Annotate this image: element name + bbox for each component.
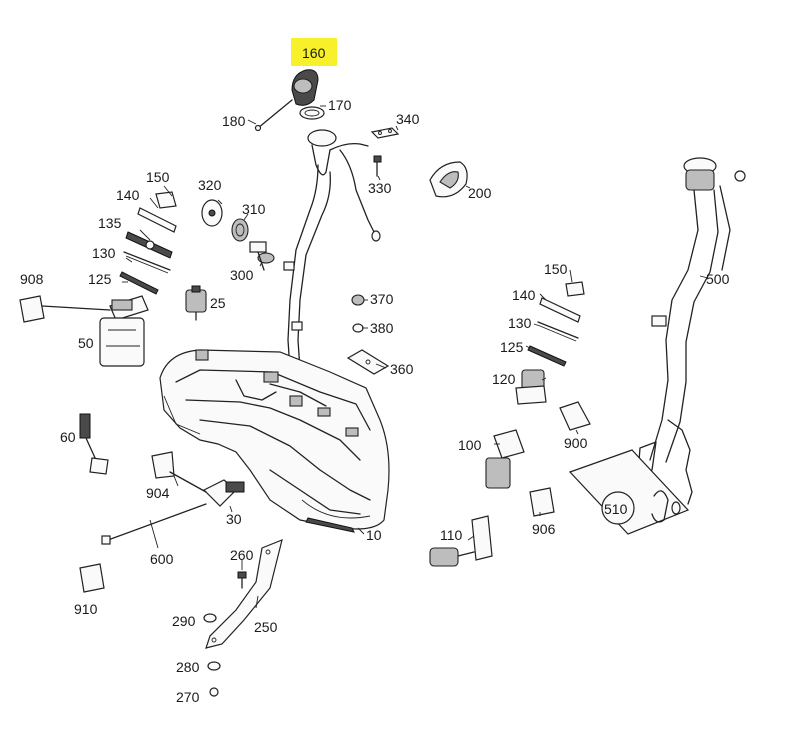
label-140-left[interactable]: 140	[116, 187, 140, 203]
label-300[interactable]: 300	[230, 267, 254, 283]
label-100[interactable]: 100	[458, 437, 482, 453]
part-140-strip-right[interactable]	[539, 297, 581, 323]
part-125-rod-left[interactable]	[119, 271, 159, 295]
part-510-clamp[interactable]	[568, 449, 690, 535]
part-10-fuel-tank[interactable]	[159, 349, 390, 533]
part-910-connector[interactable]	[79, 563, 105, 593]
part-150-clip-left[interactable]	[155, 191, 177, 209]
part-300-valve[interactable]	[249, 241, 275, 271]
label-290[interactable]: 290	[172, 613, 196, 629]
part-130-spring-left[interactable]	[123, 251, 171, 274]
label-110[interactable]: 110	[440, 527, 463, 543]
label-180[interactable]: 180	[222, 113, 246, 129]
part-160-filler-cap[interactable]	[291, 69, 319, 106]
part-290-washer[interactable]	[203, 613, 217, 623]
part-900-connector[interactable]	[559, 401, 591, 431]
part-500-filler-pipe[interactable]	[637, 157, 746, 505]
part-906-connector[interactable]	[529, 487, 555, 517]
label-510[interactable]: 510	[604, 501, 628, 517]
part-260-bolt[interactable]	[237, 571, 247, 589]
label-260[interactable]: 260	[230, 547, 254, 563]
part-180-cord[interactable]	[254, 99, 293, 132]
highlight-160	[291, 38, 337, 66]
part-30-connector[interactable]	[202, 479, 245, 507]
part-200-cover[interactable]	[429, 161, 468, 198]
label-135[interactable]: 135	[98, 215, 122, 231]
part-370-nut[interactable]	[351, 294, 365, 306]
part-130-spring-right[interactable]	[537, 321, 579, 342]
label-320[interactable]: 320	[198, 177, 222, 193]
leader-lines	[122, 105, 709, 609]
label-200[interactable]: 200	[468, 185, 492, 201]
part-908-connector[interactable]	[19, 295, 111, 323]
part-50-pump-module[interactable]	[99, 295, 149, 367]
label-600[interactable]: 600	[150, 551, 174, 567]
label-910[interactable]: 910	[74, 601, 98, 617]
label-380[interactable]: 380	[370, 320, 394, 336]
label-330[interactable]: 330	[368, 180, 392, 196]
part-170-seal[interactable]	[299, 106, 325, 120]
label-250[interactable]: 250	[254, 619, 278, 635]
label-908[interactable]: 908	[20, 271, 44, 287]
label-25[interactable]: 25	[210, 295, 226, 311]
part-250-strap[interactable]	[205, 539, 283, 649]
label-125-left[interactable]: 125	[88, 271, 112, 287]
label-30[interactable]: 30	[226, 511, 242, 527]
label-280[interactable]: 280	[176, 659, 200, 675]
part-100-sender[interactable]	[485, 429, 525, 489]
label-270[interactable]: 270	[176, 689, 200, 705]
part-labels: 160 170 180 340 330 200 150 140 135 130 …	[20, 45, 730, 705]
label-125-right[interactable]: 125	[500, 339, 524, 355]
label-130-right[interactable]: 130	[508, 315, 532, 331]
label-340[interactable]: 340	[396, 111, 420, 127]
label-906[interactable]: 906	[532, 521, 556, 537]
label-130-left[interactable]: 130	[92, 245, 116, 261]
part-380-washer[interactable]	[352, 323, 364, 333]
label-360[interactable]: 360	[390, 361, 414, 377]
label-150-left[interactable]: 150	[146, 169, 170, 185]
part-125-rod-right[interactable]	[527, 345, 567, 367]
part-310-ring[interactable]	[231, 218, 249, 242]
label-140-right[interactable]: 140	[512, 287, 536, 303]
part-filler-neck[interactable]	[283, 129, 381, 371]
label-500[interactable]: 500	[706, 271, 730, 287]
label-10[interactable]: 10	[366, 527, 382, 543]
part-140-strip-left[interactable]	[137, 207, 177, 233]
label-904[interactable]: 904	[146, 485, 170, 501]
part-600-cable[interactable]	[101, 503, 207, 545]
label-900[interactable]: 900	[564, 435, 588, 451]
part-25-sensor[interactable]	[185, 285, 207, 321]
part-330-screw[interactable]	[373, 155, 382, 177]
part-150-clip-right[interactable]	[565, 281, 585, 297]
label-60[interactable]: 60	[60, 429, 76, 445]
label-150-right[interactable]: 150	[544, 261, 568, 277]
part-135-rail-left[interactable]	[125, 231, 173, 259]
label-120[interactable]: 120	[492, 371, 516, 387]
label-170[interactable]: 170	[328, 97, 352, 113]
part-120-sensor[interactable]	[515, 369, 547, 405]
part-60-level-sensor[interactable]	[79, 413, 109, 475]
label-50[interactable]: 50	[78, 335, 94, 351]
part-360-plate[interactable]	[346, 349, 390, 375]
part-270-nut[interactable]	[209, 687, 219, 697]
part-280-washer[interactable]	[207, 661, 221, 671]
label-160[interactable]: 160	[302, 45, 326, 61]
part-110-pump[interactable]	[429, 515, 493, 567]
label-370[interactable]: 370	[370, 291, 394, 307]
part-340-gasket[interactable]	[370, 127, 400, 139]
part-320-disc[interactable]	[201, 199, 223, 227]
label-310[interactable]: 310	[242, 201, 266, 217]
